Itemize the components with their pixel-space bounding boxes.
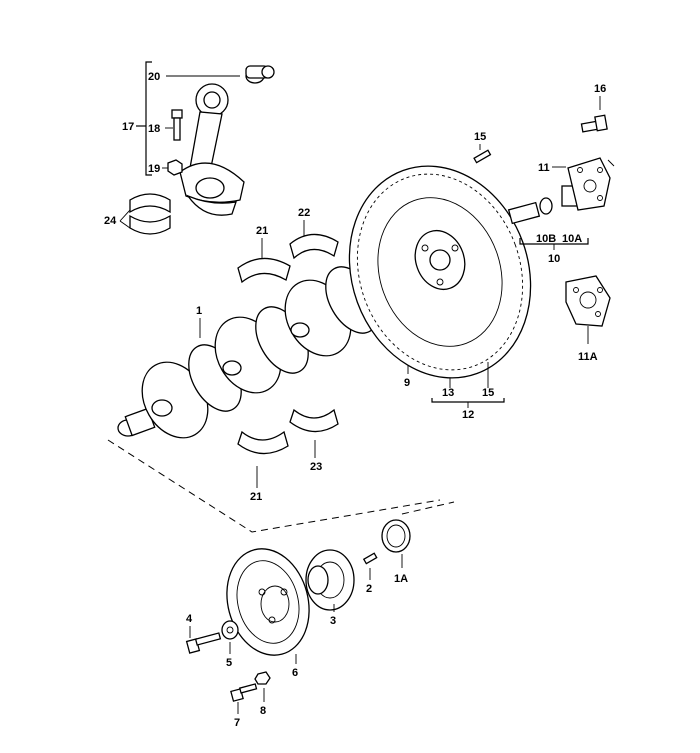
crank-pulley-part: [226, 548, 310, 656]
callout-11A: 11A: [578, 351, 598, 363]
callout-1: 1: [196, 305, 202, 317]
flywheel-part: [348, 165, 532, 379]
callout-6: 6: [292, 667, 298, 679]
callout-18: 18: [148, 123, 160, 135]
drive-flange-alt-part: [565, 275, 611, 327]
callout-16: 16: [594, 83, 606, 95]
oil-seal-part: [381, 519, 411, 553]
bearing-shell-upper-21: [237, 257, 291, 284]
callout-22: 22: [298, 207, 310, 219]
callout-20: 20: [148, 71, 160, 83]
callout-9: 9: [404, 377, 410, 389]
callout-1A: 1A: [394, 573, 408, 585]
callout-13: 13: [442, 387, 454, 399]
callout-10: 10: [548, 253, 560, 265]
bushing-part: [245, 65, 275, 84]
callout-10B: 10B: [536, 233, 556, 245]
pilot-shaft-part: [507, 185, 579, 225]
small-bolt-part: [230, 683, 258, 702]
rod-bolt-part: [171, 109, 183, 141]
small-washer-part: [254, 671, 271, 685]
drive-flange-part: [567, 157, 611, 211]
pulley-bolt-part: [185, 632, 222, 654]
bearing-shell-lower-21: [237, 430, 289, 455]
callout-15-bottom: 15: [482, 387, 494, 399]
callout-19: 19: [148, 163, 160, 175]
callout-12: 12: [462, 409, 474, 421]
callout-21-top: 21: [256, 225, 268, 237]
thrust-bearing-22: [289, 233, 339, 260]
callout-21-bottom: 21: [250, 491, 262, 503]
callout-11: 11: [538, 162, 550, 174]
rod-bearing-shells: [119, 193, 171, 235]
callout-2: 2: [366, 583, 372, 595]
callout-8: 8: [260, 705, 266, 717]
flange-bolt-part: [580, 114, 608, 133]
callout-17: 17: [122, 121, 134, 133]
connecting-rod-group: [136, 61, 275, 216]
callout-23: 23: [310, 461, 322, 473]
callout-24: 24: [104, 215, 117, 227]
callout-10A: 10A: [562, 233, 582, 245]
callout-4: 4: [186, 613, 193, 625]
dowel-pin-part: [473, 149, 492, 164]
callout-5: 5: [226, 657, 232, 669]
callout-15-top: 15: [474, 131, 486, 143]
timing-sprocket-part: [305, 549, 355, 611]
connecting-rod-part: [179, 83, 245, 216]
rod-nut-part: [167, 159, 183, 176]
callout-labels: 1 1A 2 3 4 5 6 7 8 9 10 10A 10B 11 11A 1…: [104, 71, 606, 729]
pulley-washer-part: [221, 620, 239, 640]
woodruff-key-part: [362, 552, 378, 565]
assembly-outline: [107, 439, 455, 533]
callout-3: 3: [330, 615, 336, 627]
thrust-bearing-lower-23: [289, 408, 339, 433]
callout-7: 7: [234, 717, 240, 729]
